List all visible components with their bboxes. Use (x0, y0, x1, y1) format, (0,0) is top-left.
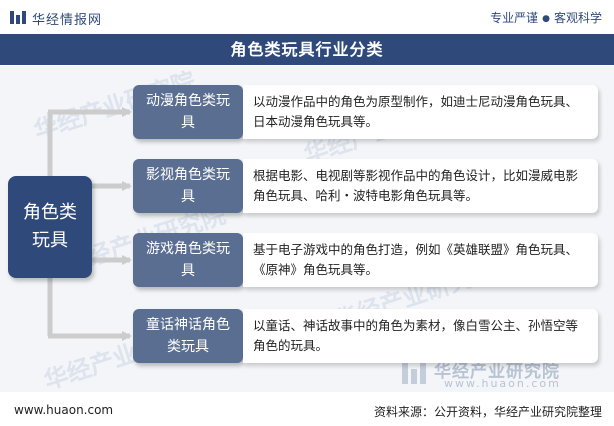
category-node-game: 游戏角色类玩具 (133, 233, 243, 287)
slogan: 专业严谨●客观科学 (490, 9, 602, 26)
slogan-left: 专业严谨 (490, 11, 539, 25)
brand-name: 华经情报网 (32, 13, 103, 28)
top-bar: 华经情报网 专业严谨●客观科学 (0, 0, 614, 34)
source-note: 资料来源：公开资料，华经产业研究院整理 (373, 405, 602, 419)
category-description: 基于电子游戏中的角色打造，例如《英雄联盟》角色玩具、《原神》角色玩具等。 (243, 233, 598, 287)
category-description: 根据电影、电视剧等影视作品中的角色设计，比如漫威电影角色玩具、哈利・波特电影角色… (243, 159, 598, 213)
category-node-film: 影视角色类玩具 (133, 159, 243, 213)
slogan-dot: ● (542, 14, 550, 24)
category-node-anime: 动漫角色类玩具 (133, 85, 243, 139)
bar-chart-logo-icon (10, 11, 26, 24)
slogan-right: 客观科学 (553, 11, 602, 25)
category-label: 游戏角色类玩具 (146, 241, 230, 279)
category-node-fairy-tale: 童话神话角色类玩具 (133, 309, 243, 363)
page-title: 角色类玩具行业分类 (0, 34, 614, 65)
watermark-brand: 华经产业研究院 (434, 362, 560, 382)
footer-url: www.huaon.com (14, 403, 114, 417)
root-label: 角色类玩具 (23, 202, 77, 251)
watermark-url: www.huaon.com (444, 377, 561, 390)
category-description: 以动漫作品中的角色为原型制作，如迪士尼动漫角色玩具、日本动漫角色玩具等。 (243, 85, 598, 139)
category-label: 动漫角色类玩具 (146, 93, 230, 131)
category-label: 影视角色类玩具 (146, 167, 230, 205)
footer: www.huaon.com 资料来源：公开资料，华经产业研究院整理 (0, 392, 614, 426)
root-node: 角色类玩具 (8, 176, 92, 278)
category-description: 以童话、神话故事中的角色为素材，像白雪公主、孙悟空等角色的玩具。 (243, 309, 598, 363)
category-label: 童话神话角色类玩具 (146, 317, 230, 355)
watermark-logo-icon (402, 358, 428, 384)
